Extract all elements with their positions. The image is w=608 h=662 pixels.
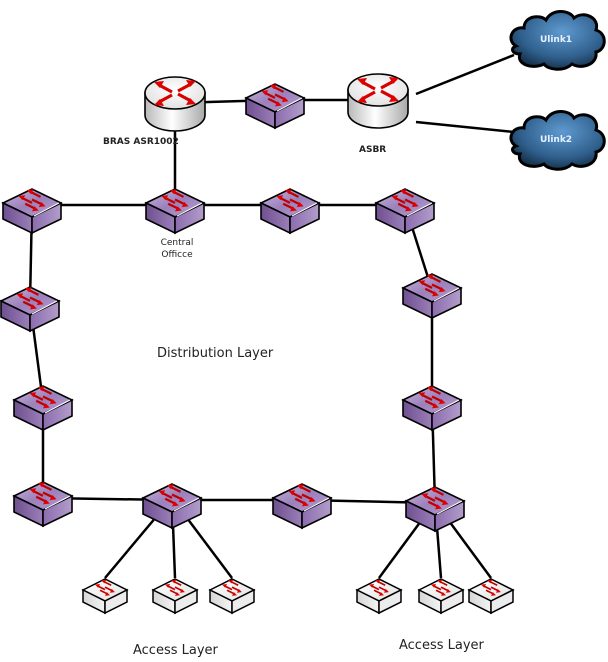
access-switch-icon-acc-r2[interactable] [417,578,465,615]
link-asbr-ulink2 [415,120,515,134]
switch-icon-dist-bm2[interactable] [271,483,333,530]
central-office-label: Central Officce [155,237,199,261]
ulink1-label: Ulink1 [540,35,572,45]
link-dist_br-acc_r1 [377,520,423,579]
access-switch-icon-acc-l3[interactable] [208,578,256,615]
switch-icon-dist-l1[interactable] [0,286,61,333]
switch-icon-dist-t3[interactable] [259,188,321,235]
distribution-layer-label: Distribution Layer [157,346,274,361]
switch-icon-dist-tl[interactable] [1,188,63,235]
switch-icon-dist-l2[interactable] [12,385,74,432]
switch-icon-dist-bl[interactable] [12,481,74,528]
ulink2-label: Ulink2 [540,135,572,145]
router-arrows-icon [154,80,196,106]
router-arrows-icon [357,77,399,103]
central-office-label-line2: Officce [161,250,193,260]
access-layer-right-label: Access Layer [399,638,484,653]
asbr-label: ASBR [359,145,387,155]
switch-icon-dist-br[interactable] [404,486,466,533]
cloud-icon-ulink2[interactable]: Ulink2 [509,110,606,171]
switch-icon-core-switch[interactable] [244,83,306,130]
access-layer-left-label: Access Layer [133,643,218,658]
access-switch-icon-acc-l2[interactable] [151,578,199,615]
router-icon-bras[interactable] [144,76,206,132]
switch-icon-central-office[interactable] [144,188,206,235]
link-dist_bm1-acc_l3 [186,517,233,579]
link-asbr-ulink1 [415,53,515,96]
cloud-icon-ulink1[interactable]: Ulink1 [509,10,606,71]
switch-icon-dist-tr[interactable] [374,188,436,235]
bras-label: BRAS ASR1002 [103,137,179,147]
central-office-label-line1: Central [160,238,194,248]
switch-icon-dist-r2[interactable] [401,385,463,432]
link-dist_br-acc_r3 [447,520,493,579]
router-icon-asbr[interactable] [347,73,409,129]
access-switch-icon-acc-l1[interactable] [81,578,129,615]
access-switch-icon-acc-r1[interactable] [355,578,403,615]
switch-icon-dist-bm1[interactable] [141,483,203,530]
switch-icon-dist-r1[interactable] [401,273,463,320]
access-switch-icon-acc-r3[interactable] [467,578,515,615]
link-dist_bm1-acc_l1 [104,517,157,579]
